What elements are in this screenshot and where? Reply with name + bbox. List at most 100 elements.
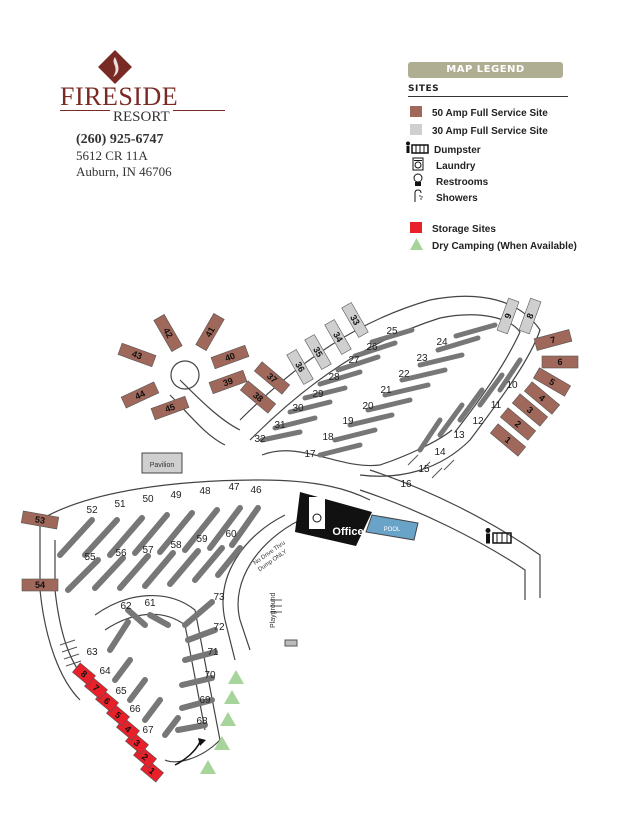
site-number-67: 67 xyxy=(142,725,154,736)
site-label-4: 4 xyxy=(123,724,133,735)
playground-label: Playground xyxy=(270,592,277,628)
map-legend: MAP LEGEND SITES xyxy=(408,62,568,97)
site-50amp-7: 7 xyxy=(533,329,573,351)
site-number-69: 69 xyxy=(199,695,211,706)
upper-slots xyxy=(259,322,523,458)
site-label-4: 4 xyxy=(537,393,547,404)
site-50amp-45: 45 xyxy=(150,395,190,421)
dumpster-icon xyxy=(406,141,429,154)
site-number-29: 29 xyxy=(312,389,324,400)
site-label-8: 8 xyxy=(79,669,89,680)
site-label-54: 54 xyxy=(35,580,45,590)
logo-rule-right xyxy=(173,110,225,111)
site-label-34: 34 xyxy=(331,330,345,344)
site-label-6: 6 xyxy=(102,696,112,707)
red-square-icon xyxy=(410,222,422,233)
site-number-20: 20 xyxy=(362,401,374,412)
site-number-22: 22 xyxy=(398,369,410,380)
site-number-48: 48 xyxy=(199,486,211,497)
legend-label: Showers xyxy=(436,193,478,204)
legend-label: Dumpster xyxy=(434,145,481,156)
storage-site-8: 8 xyxy=(72,662,96,686)
site-number-60: 60 xyxy=(225,529,237,540)
logo-word: FIRESIDE xyxy=(60,82,179,111)
site-label-5: 5 xyxy=(547,376,556,387)
site-number-56: 56 xyxy=(115,548,127,559)
site-number-59: 59 xyxy=(196,534,208,545)
site-number-62: 62 xyxy=(120,601,132,612)
site-30amp-36: 36 xyxy=(286,349,314,385)
legend-item-storage: Storage Sites xyxy=(410,222,496,235)
site-number-47: 47 xyxy=(228,482,240,493)
site-label-7: 7 xyxy=(91,683,101,694)
site-number-63: 63 xyxy=(86,647,98,658)
site-number-27: 27 xyxy=(348,355,360,366)
office-building: Office xyxy=(295,492,372,546)
site-number-24: 24 xyxy=(436,337,448,348)
site-number-64: 64 xyxy=(99,666,111,677)
gray-square-icon xyxy=(410,124,422,135)
site-number-14: 14 xyxy=(434,447,446,458)
site-number-72: 72 xyxy=(213,622,225,633)
site-number-65: 65 xyxy=(115,686,127,697)
site-label-9: 9 xyxy=(502,312,513,320)
dry-camping-markers xyxy=(200,670,244,774)
legend-label: 30 Amp Full Service Site xyxy=(432,126,548,137)
site-label-3: 3 xyxy=(132,738,142,749)
site-number-11: 11 xyxy=(491,400,502,411)
site-50amp-40: 40 xyxy=(210,344,250,370)
legend-label: Storage Sites xyxy=(432,224,496,235)
arrowhead-icon xyxy=(198,738,206,746)
site-label-43: 43 xyxy=(131,349,144,362)
flame-logo-icon xyxy=(98,50,132,84)
site-50amp-4: 4 xyxy=(523,381,561,415)
logo-sub: RESORT xyxy=(113,109,170,125)
pavilion-label: Pavilion xyxy=(150,462,175,469)
playground: Playground xyxy=(270,592,298,647)
site-label-53: 53 xyxy=(34,514,46,526)
legend-item-50amp: 50 Amp Full Service Site xyxy=(410,106,548,119)
site-label-2: 2 xyxy=(513,419,523,430)
site-number-13: 13 xyxy=(453,430,465,441)
site-label-37: 37 xyxy=(265,371,279,385)
site-number-51: 51 xyxy=(114,499,126,510)
site-number-71: 71 xyxy=(207,647,219,658)
site-50amp-41: 41 xyxy=(195,313,225,351)
site-50amp-6: 6 xyxy=(541,355,579,369)
site-label-5: 5 xyxy=(113,710,123,721)
site-30amp-8: 8 xyxy=(518,297,542,335)
site-label-33: 33 xyxy=(348,313,362,327)
site-number-28: 28 xyxy=(328,372,340,383)
address-line-1: 5612 CR 11A xyxy=(76,148,148,163)
site-number-18: 18 xyxy=(322,432,334,443)
site-number-49: 49 xyxy=(170,490,182,501)
direction-arrow-icon xyxy=(174,741,201,766)
legend-label: Dry Camping (When Available) xyxy=(432,241,577,252)
site-number-55: 55 xyxy=(84,552,96,563)
no-drive-thru-sign: No Drive Thru Dump ONLY xyxy=(253,540,289,573)
shower-icon xyxy=(414,189,423,202)
pool: POOL xyxy=(365,514,419,541)
site-50amp-1: 1 xyxy=(489,423,527,457)
site-label-36: 36 xyxy=(293,360,307,374)
site-30amp-9: 9 xyxy=(496,297,520,335)
site-number-21: 21 xyxy=(380,385,392,396)
pool-label: POOL xyxy=(384,527,401,533)
site-number-30: 30 xyxy=(292,403,304,414)
legend-label: Restrooms xyxy=(436,177,489,188)
site-label-8: 8 xyxy=(524,312,535,320)
site-number-50: 50 xyxy=(142,494,154,505)
site-label-42: 42 xyxy=(161,326,175,340)
legend-item-laundry: Laundry xyxy=(412,157,475,172)
dumpster-icon xyxy=(485,528,512,544)
site-number-66: 66 xyxy=(129,704,141,715)
site-50amp-2: 2 xyxy=(499,407,537,441)
site-label-39: 39 xyxy=(222,376,235,389)
legend-section: SITES xyxy=(408,84,568,97)
legend-title: MAP LEGEND xyxy=(408,62,563,78)
site-number-32: 32 xyxy=(254,434,266,445)
site-label-1: 1 xyxy=(503,435,513,446)
site-50amp-44: 44 xyxy=(120,381,160,409)
site-number-70: 70 xyxy=(204,670,216,681)
